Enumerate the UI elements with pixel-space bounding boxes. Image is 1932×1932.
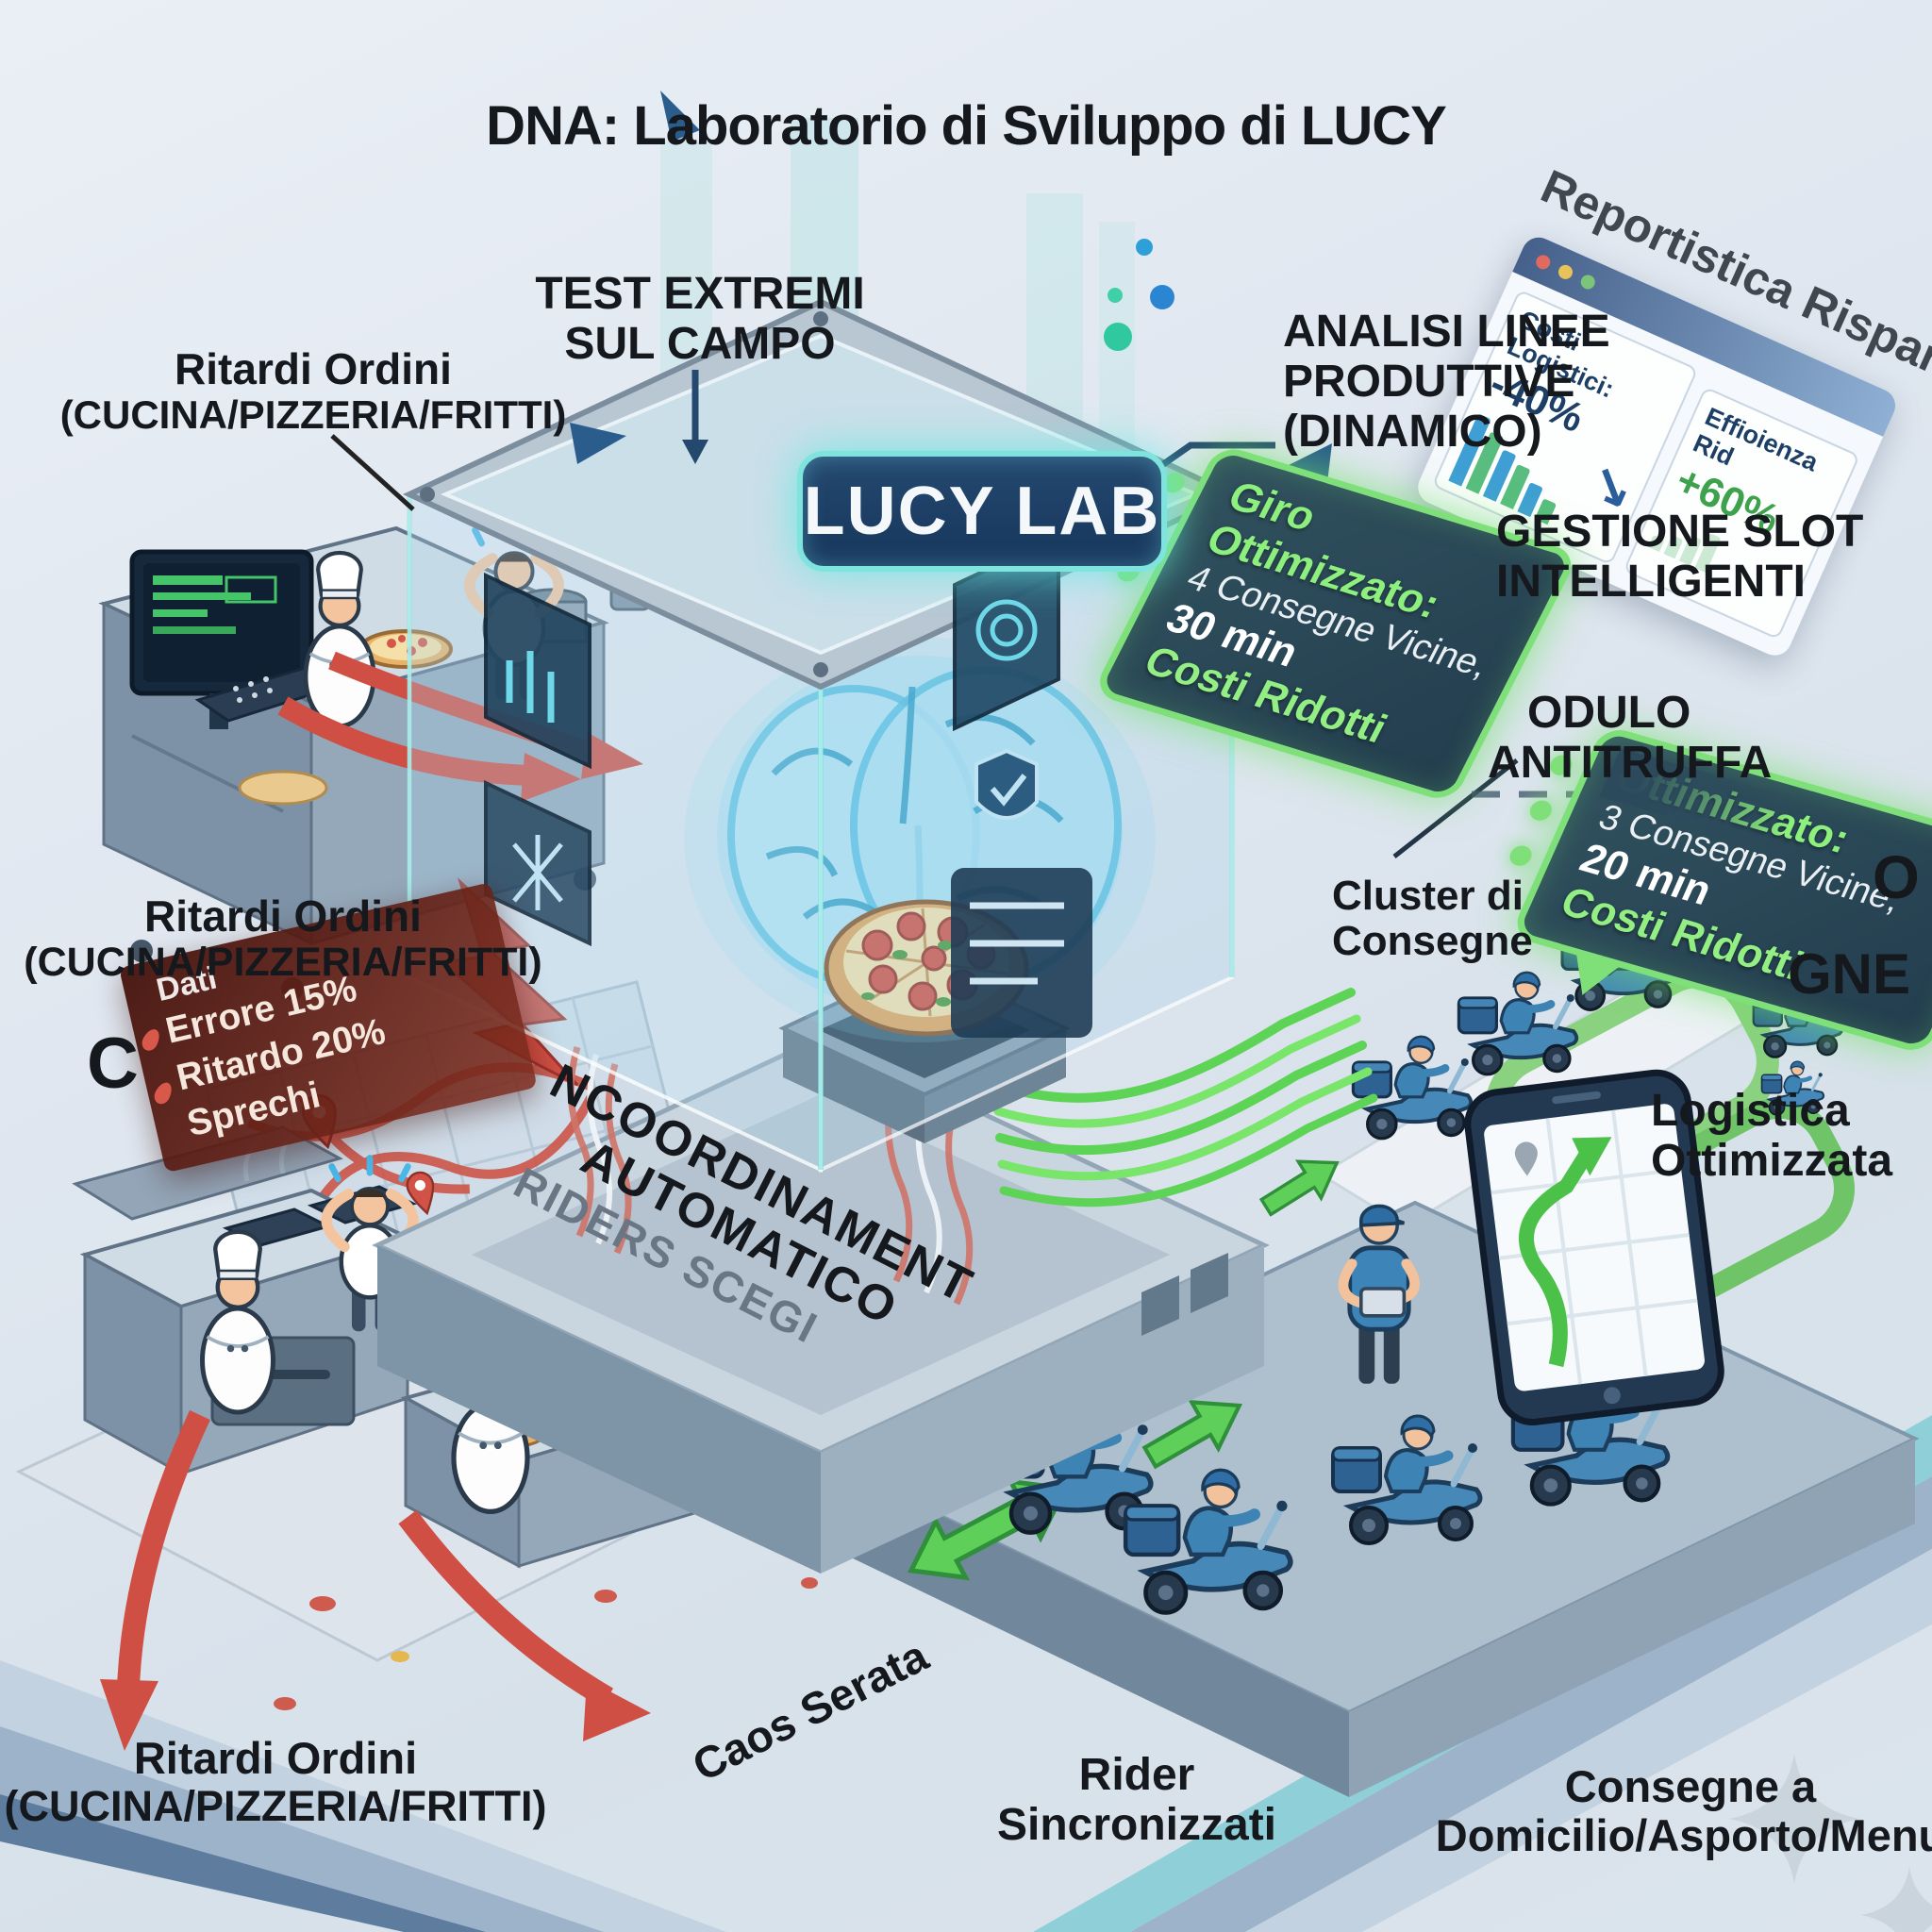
label-rider-sincronizzati: Rider Sincronizzati bbox=[996, 1750, 1277, 1850]
callout-analisi: ANALISI LINEE PRODUTTIVE (DINAMICO) bbox=[1283, 307, 1610, 457]
maximize-dot-icon bbox=[1578, 272, 1598, 291]
wall-screens bbox=[484, 532, 1092, 1038]
lucy-lab-sign: LUCY LAB bbox=[797, 451, 1167, 572]
delivery-scene bbox=[844, 910, 1920, 1797]
data-flow-green bbox=[991, 988, 1378, 1208]
callout-ritardi-top: Ritardi Ordini (CUCINA/PIZZERIA/FRITTI) bbox=[59, 344, 567, 437]
callout-gestione-slot: GESTIONE SLOT INTELLIGENTI bbox=[1496, 507, 1864, 607]
truncated-letter-o: O bbox=[1873, 843, 1920, 911]
label-logistica-ottimizzata: Logistica Ottimizzata bbox=[1651, 1086, 1893, 1186]
callout-modulo-antitruffa: ODULO ANTITRUFFA bbox=[1488, 688, 1773, 788]
truncated-letter-c: C bbox=[87, 1024, 139, 1104]
callout-test-estremi: TEST EXTREMI SUL CAMPO bbox=[535, 269, 865, 369]
callout-ritardi-mid: Ritardi Ordini (CUCINA/PIZZERIA/FRITTI) bbox=[24, 891, 542, 985]
kitchen-scene-top bbox=[98, 522, 651, 1000]
truncated-letters-gne: GNE bbox=[1788, 942, 1911, 1006]
red-arrows-bottom bbox=[100, 1409, 651, 1751]
callout-ritardi-bottom: Ritardi Ordini (CUCINA/PIZZERIA/FRITTI) bbox=[4, 1733, 547, 1830]
page-title: DNA: Laboratorio di Sviluppo di LUCY bbox=[486, 95, 1447, 157]
close-dot-icon bbox=[1534, 252, 1553, 272]
callout-cluster-consegne: Cluster di Consegne bbox=[1332, 873, 1533, 965]
sparkle-diamonds bbox=[1729, 1754, 1932, 1932]
navigation-phone bbox=[1464, 1069, 1724, 1425]
label-consegne-domicilio: Consegne a Domicilio/Asporto/Menu bbox=[1435, 1761, 1932, 1860]
minimize-dot-icon bbox=[1556, 262, 1575, 281]
